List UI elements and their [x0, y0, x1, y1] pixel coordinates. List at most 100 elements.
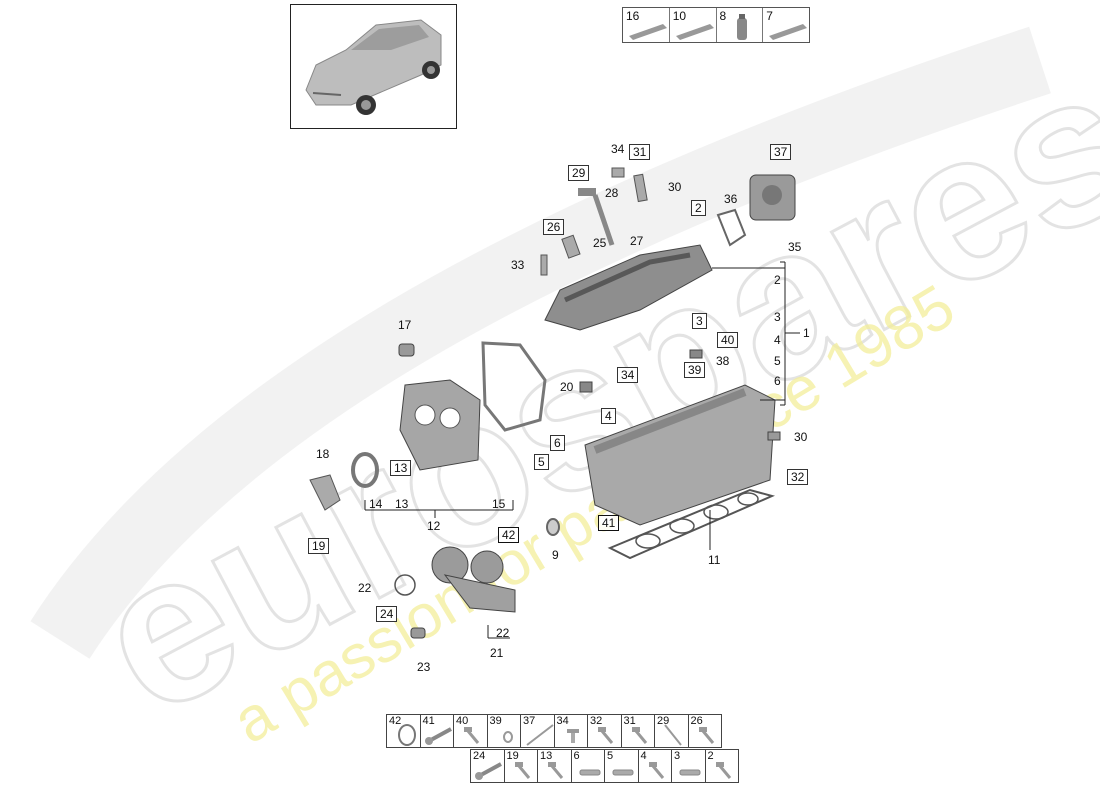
- callout-4[interactable]: 4: [774, 333, 781, 347]
- callout-28[interactable]: 28: [605, 186, 619, 200]
- callout-5[interactable]: 5: [774, 354, 781, 368]
- sensor-part[interactable]: [689, 349, 703, 359]
- callout-15[interactable]: 15: [492, 497, 506, 511]
- sensor-part[interactable]: [633, 173, 648, 203]
- callout-31[interactable]: 31: [629, 144, 651, 160]
- callout-3[interactable]: 3: [692, 313, 707, 329]
- shaft-seal[interactable]: [351, 452, 379, 488]
- callout-6[interactable]: 6: [550, 435, 565, 451]
- callout-20[interactable]: 20: [560, 380, 574, 394]
- callout-13[interactable]: 13: [395, 497, 409, 511]
- plug-part[interactable]: [611, 167, 625, 178]
- callout-4[interactable]: 4: [601, 408, 616, 424]
- part-cell-31[interactable]: 31: [620, 714, 655, 748]
- seal-ring[interactable]: [546, 518, 560, 536]
- part-cell-2[interactable]: 2: [704, 749, 739, 783]
- cap-part[interactable]: [398, 343, 415, 357]
- callout-26[interactable]: 26: [543, 219, 565, 235]
- callout-33[interactable]: 33: [511, 258, 525, 272]
- callout-18[interactable]: 18: [316, 447, 330, 461]
- callout-2[interactable]: 2: [691, 200, 706, 216]
- callout-30[interactable]: 30: [668, 180, 682, 194]
- part-cell-19[interactable]: 19: [503, 749, 538, 783]
- sealant-strip-icon: [675, 24, 714, 40]
- kit-cell[interactable]: 16: [623, 8, 670, 42]
- callout-24[interactable]: 24: [376, 606, 398, 622]
- part-cell-41[interactable]: 41: [419, 714, 454, 748]
- callout-30[interactable]: 30: [794, 430, 808, 444]
- callout-22[interactable]: 22: [358, 581, 372, 595]
- callout-6[interactable]: 6: [774, 374, 781, 388]
- timing-cover[interactable]: [399, 379, 481, 471]
- kit-cell[interactable]: 8: [717, 8, 764, 42]
- sensor-part[interactable]: [579, 381, 593, 393]
- fuel-pump[interactable]: [749, 174, 796, 221]
- callout-12[interactable]: 12: [427, 519, 441, 533]
- callout-9[interactable]: 9: [552, 548, 559, 562]
- kit-cell[interactable]: 7: [763, 8, 809, 42]
- part-cell-37[interactable]: 37: [520, 714, 555, 748]
- callout-32[interactable]: 32: [787, 469, 809, 485]
- bolt-part[interactable]: [540, 254, 548, 276]
- sealant-strip-icon: [629, 24, 667, 40]
- callout-38[interactable]: 38: [716, 354, 730, 368]
- part-cell-3[interactable]: 3: [671, 749, 706, 783]
- part-cell-4[interactable]: 4: [637, 749, 672, 783]
- bolt-part[interactable]: [410, 627, 426, 639]
- callout-34[interactable]: 34: [617, 367, 639, 383]
- callout-5[interactable]: 5: [534, 454, 549, 470]
- callout-29[interactable]: 29: [568, 165, 590, 181]
- part-number: 19: [506, 750, 519, 762]
- callout-3[interactable]: 3: [774, 310, 781, 324]
- cover-gasket[interactable]: [481, 341, 547, 432]
- callout-19[interactable]: 19: [308, 538, 330, 554]
- callout-35[interactable]: 35: [788, 240, 802, 254]
- callout-13[interactable]: 13: [390, 460, 412, 476]
- ignition-coil[interactable]: [578, 188, 615, 246]
- callout-42[interactable]: 42: [498, 527, 520, 543]
- callout-2[interactable]: 2: [774, 273, 781, 287]
- part-cell-6[interactable]: 6: [570, 749, 605, 783]
- spray-can-icon: [736, 14, 747, 40]
- part-cell-26[interactable]: 26: [687, 714, 722, 748]
- part-cell-39[interactable]: 39: [486, 714, 521, 748]
- callout-25[interactable]: 25: [593, 236, 607, 250]
- callout-39[interactable]: 39: [684, 362, 706, 378]
- camshaft-carrier[interactable]: [544, 244, 713, 331]
- o-ring[interactable]: [394, 574, 416, 596]
- end-cap[interactable]: [309, 474, 341, 511]
- callout-22[interactable]: 22: [496, 626, 510, 640]
- callout-17[interactable]: 17: [398, 318, 412, 332]
- part-number: 26: [690, 715, 703, 727]
- head-gasket[interactable]: [607, 488, 775, 560]
- sensor-part[interactable]: [767, 431, 781, 441]
- callout-23[interactable]: 23: [417, 660, 431, 674]
- callout-37[interactable]: 37: [770, 144, 792, 160]
- callout-41[interactable]: 41: [598, 515, 620, 531]
- part-cell-34[interactable]: 34: [553, 714, 588, 748]
- cylinder-head[interactable]: [584, 384, 776, 526]
- part-cell-29[interactable]: 29: [654, 714, 689, 748]
- callout-40[interactable]: 40: [717, 332, 739, 348]
- callout-36[interactable]: 36: [724, 192, 738, 206]
- callout-34[interactable]: 34: [611, 142, 625, 156]
- part-cell-5[interactable]: 5: [604, 749, 639, 783]
- callout-11[interactable]: 11: [708, 553, 721, 567]
- valve-part[interactable]: [561, 234, 581, 259]
- part-cell-32[interactable]: 32: [587, 714, 622, 748]
- part-number: 13: [540, 750, 553, 762]
- part-number: 4: [640, 750, 647, 762]
- part-cell-13[interactable]: 13: [537, 749, 572, 783]
- part-cell-40[interactable]: 40: [453, 714, 488, 748]
- screw-icon: [715, 762, 731, 779]
- part-cell-42[interactable]: 42: [386, 714, 421, 748]
- callout-14[interactable]: 14: [369, 497, 383, 511]
- callout-1[interactable]: 1: [803, 326, 810, 340]
- pump-gasket[interactable]: [716, 208, 747, 247]
- part-cell-24[interactable]: 24: [470, 749, 505, 783]
- callout-21[interactable]: 21: [490, 646, 504, 660]
- vacuum-pump[interactable]: [431, 546, 516, 613]
- kit-cell[interactable]: 10: [670, 8, 717, 42]
- callout-27[interactable]: 27: [630, 234, 644, 248]
